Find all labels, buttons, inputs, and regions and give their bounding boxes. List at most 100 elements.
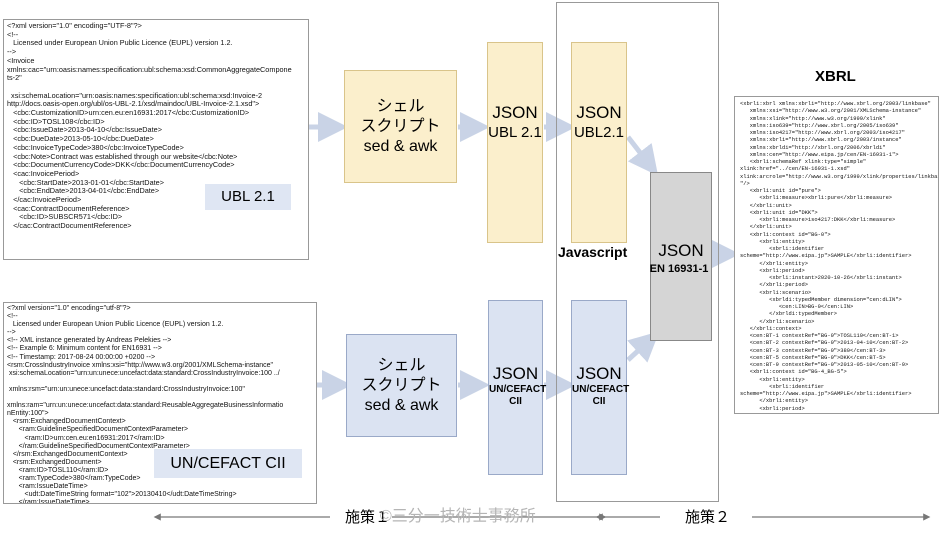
cii-code-line: <ram:TypeCode>380</ram:TypeCode> <box>7 474 141 482</box>
shell-script-cii-line: シェル <box>377 356 426 374</box>
cii-code-line: <?xml version="1.0" encoding="utf-8"?> <box>7 305 131 312</box>
arrow-json-cii-to-en <box>626 331 660 363</box>
shell-script-ubl: シェル スクリプト sed & awk <box>344 70 457 183</box>
xbrl-source: <xbrli:xbrl xmlns:xbrli="http://www.xbrl… <box>734 96 939 414</box>
xbrl-code-line: <xbrli:context id="BG-4_BG-5"> <box>740 369 847 376</box>
xbrl-code-line: <xbrli:identifier <box>740 246 825 252</box>
cii-code-line <box>7 378 313 386</box>
shell-script-cii-line: スクリプト <box>361 376 442 394</box>
ubl-xml-lines: <?xml version="1.0" encoding="UTF-8"?><!… <box>7 21 305 231</box>
cii-code-line: <udt:DateTimeString format="102">2013041… <box>7 491 237 499</box>
json-en16931-box: JSON <box>650 172 712 341</box>
json-cii-1-sub2: CII <box>509 396 522 407</box>
cii-code-line: <ram:ID>TOSL110</ram:ID> <box>7 466 109 474</box>
ubl-code-line: <cbc:ID>SUBSCR571</cbc:ID> <box>7 212 123 222</box>
cii-code-line: <rsm:ExchangedDocument> <box>7 458 102 466</box>
javascript-frame <box>556 2 719 502</box>
ubl-code-line: http://docs.oasis-open.org/ubl/os-UBL-2.… <box>7 99 260 109</box>
json-en-title: JSON <box>658 241 704 260</box>
xbrl-code-line: scheme="http://www.eipa.jp">SAMPLE</xbrl… <box>740 391 912 397</box>
xbrl-code-line: <cen:BT-1 contextRef="BG-0">TOSL110</cen… <box>740 333 899 339</box>
xbrl-code-line: <xbrli:entity> <box>740 238 805 245</box>
cii-code-line: xmlns:ram="urn:un:unece:uncefact:data:st… <box>7 402 284 410</box>
ubl-code-line: xsi:schemaLocation="urn:oasis:names:spec… <box>7 90 263 100</box>
cii-code-line: </ram:IssueDateTime> <box>7 499 90 504</box>
xbrl-code-line: </xbrli:scenario> <box>740 318 815 325</box>
xbrl-code-line: xmlns:xbrli="http://www.xbrl.org/2003/in… <box>740 137 902 144</box>
ubl-code-line: <cbc:CustomizationID>urn:cen.eu:en16931:… <box>7 108 250 118</box>
xbrl-code-line: </xbrli:context> <box>740 325 802 332</box>
ubl-code-line: <cbc:EndDate>2013-04-01</cbc:EndDate> <box>7 186 160 196</box>
xbrl-code-line: xmlns:xlink="http://www.w3.org/1999/xlin… <box>740 115 886 122</box>
json-cii-2-sub2: CII <box>592 396 606 407</box>
ubl-code-line: </cac:ContractDocumentReference> <box>7 221 132 231</box>
xbrl-code-line: </xbrldi:typedMember> <box>740 311 838 318</box>
xbrl-code-line: </xbrli:unit> <box>740 224 792 231</box>
cii-code-line: <!-- <box>7 313 18 321</box>
xbrl-code-line: <cen:BT-3 contextRef="BG-0">380</cen:BT-… <box>740 347 886 354</box>
ubl-code-line: <cbc:StartDate>2013-01-01</cbc:StartDate… <box>7 177 164 187</box>
xbrl-code-line: <cen:BT-9 contextRef="BG-0">2013-05-10</… <box>740 362 909 368</box>
measure-2-label: 施策２ <box>683 508 733 528</box>
cii-code-line: <!-- Timestamp: 2017-08-24 00:00:00 +020… <box>7 353 156 361</box>
data-flow-arrows <box>308 112 740 400</box>
xbrl-title: XBRL <box>815 68 856 85</box>
json-en-sub: EN 16931-1 <box>649 263 709 275</box>
json-cii-2-title: JSON <box>576 364 622 383</box>
shell-script-cii-line: sed & awk <box>364 396 439 414</box>
xbrl-code-line: <cen:BT-2 contextRef="BG-0">2013-04-10</… <box>740 340 909 347</box>
xbrl-code-line: <xbrli:measure>iso4217:DKK</xbrli:measur… <box>740 217 896 223</box>
cii-code-line: </ram:GuidelineSpecifiedDocumentContextP… <box>7 442 190 450</box>
xbrl-code-line: xmlns:iso4217="http://www.xbrl.org/2003/… <box>740 130 905 136</box>
json-ubl-1-title: JSON <box>492 103 538 122</box>
json-cii-1-sub1: UN/CEFACT <box>489 384 547 395</box>
ubl-code-line: <cbc:DocumentCurrencyCode>DKK</cbc:Docum… <box>7 160 235 170</box>
xbrl-code-line: <xbrldi:typedMember dimension="cen:dLIN"… <box>740 296 902 303</box>
json-ubl-2-sub: UBL2.1 <box>573 124 625 141</box>
cii-code-line: <!-- Example 6: Minimum content for EN16… <box>7 345 162 353</box>
cii-xml-lines: <?xml version="1.0" encoding="utf-8"?><!… <box>7 305 313 504</box>
ubl-code-line: <cbc:IssueDate>2013-04-10</cbc:IssueDate… <box>7 125 162 135</box>
cii-label: UN/CEFACT CII <box>154 449 302 478</box>
ubl-code-line: </cac:InvoicePeriod> <box>7 195 82 205</box>
ubl-label: UBL 2.1 <box>205 184 291 210</box>
xbrl-code-line: xlink:arcrole="http://www.w3.org/1999/xl… <box>740 173 939 180</box>
cii-code-line: <ram:ID>urn:cen.eu:en16931:2017</ram:ID> <box>7 434 165 442</box>
cii-code-line: </rsm:ExchangedDocumentContext> <box>7 450 128 458</box>
cii-code-line: <rsm:ExchangedDocumentContext> <box>7 418 126 426</box>
cii-code-line: <!-- XML instance generated by Andreas P… <box>7 337 172 345</box>
xbrl-code-line: <xbrli:unit id="DKK"> <box>740 209 818 216</box>
cii-code-line: xmlns:rsm="urn:un:unece:uncefact:data:st… <box>7 385 245 393</box>
xbrl-code-line: "/> <box>740 180 750 187</box>
json-cii-box-2: JSON UN/CEFACT CII <box>571 300 630 475</box>
shell-script-ubl-line: sed & awk <box>363 137 438 155</box>
json-ubl-box-1: JSON UBL 2.1 <box>487 42 543 243</box>
json-cii-1-title: JSON <box>492 364 539 383</box>
json-cii-2-sub1: UN/CEFACT <box>572 384 630 395</box>
ubl-code-line: <Invoice <box>7 55 35 65</box>
json-ubl-1-sub: UBL 2.1 <box>488 124 542 141</box>
javascript-label: Javascript <box>558 244 628 260</box>
xbrl-lines: <xbrli:xbrl xmlns:xbrli="http://www.xbrl… <box>740 101 939 413</box>
xbrl-code-line: </xbrli:unit> <box>740 202 792 209</box>
ubl-code-line: <cbc:Note>Contract was established throu… <box>7 151 238 161</box>
xbrl-code-line: <xbrli:period> <box>740 267 805 274</box>
xbrl-code-line: <xbrli:identifier <box>740 383 825 390</box>
ubl-code-line: ts-2" <box>7 73 22 83</box>
xbrl-code-line: xmlns:xbrldi="http://xbrl.org/2006/xbrld… <box>740 144 886 151</box>
xbrl-code-line: <xbrli:entity> <box>740 376 805 383</box>
json-ubl-2-title: JSON <box>576 103 622 122</box>
json-cii-box-1: JSON UN/CEFACT CII <box>488 300 547 475</box>
xbrl-code-line: xmlns:iso639="http://www.xbrl.org/2005/i… <box>740 122 899 129</box>
xbrl-code-line: xmlns:xsi="http://www.w3.org/2001/XMLSch… <box>740 108 922 115</box>
xbrl-code-line: <xbrli:unit id="pure"> <box>740 188 821 194</box>
xbrl-code-line: </xbrli:period> <box>740 282 808 289</box>
arrow-json-ubl-to-en <box>626 135 659 176</box>
cii-code-line: <rsm:CrossIndustryInvoice xmlns:xsi="htt… <box>7 361 274 369</box>
cii-code-line: <ram:GuidelineSpecifiedDocumentContextPa… <box>7 426 188 434</box>
ubl-code-line: <cbc:DueDate>2013-05-10</cbc:DueDate> <box>7 134 154 144</box>
watermark: ©三分一技術士事務所 <box>380 508 536 525</box>
xbrl-code-line: scheme="http://www.eipa.jp">SAMPLE</xbrl… <box>740 253 912 260</box>
xbrl-code-line: <xbrli:xbrl xmlns:xbrli="http://www.xbrl… <box>740 101 931 107</box>
